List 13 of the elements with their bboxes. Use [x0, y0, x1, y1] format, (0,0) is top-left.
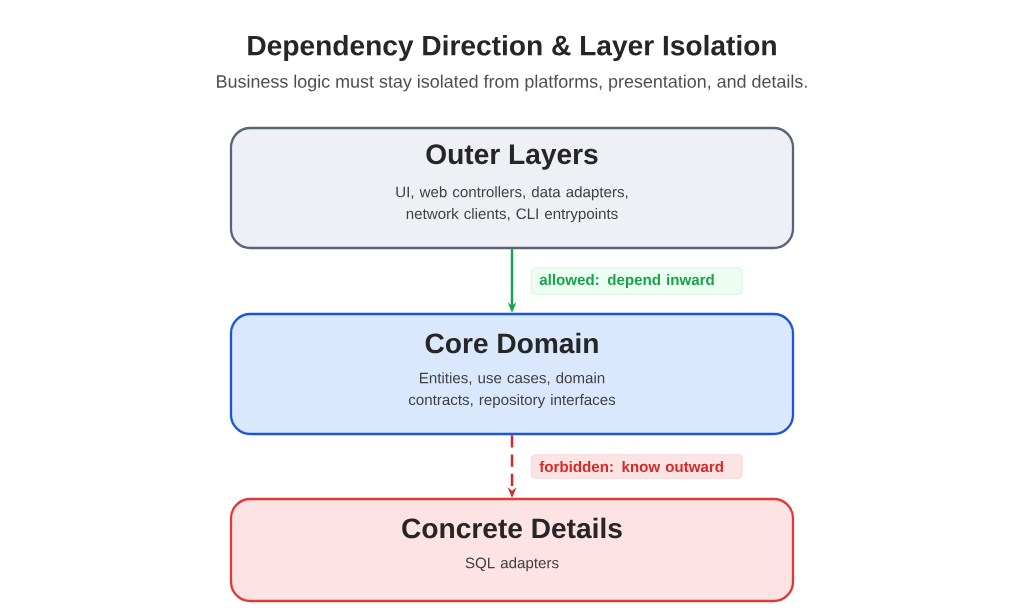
layer-box: [229, 312, 795, 436]
layer-title: Core Domain: [425, 332, 598, 354]
subtitle: Business logic must stay isolated from platforms, presentation, and details.: [217, 74, 807, 92]
layer-description: UI, web controllers, data adapters, network clients, CLI entrypoints: [396, 186, 628, 223]
layer-description: SQL adapters: [465, 557, 559, 572]
edge-label: allowed: depend inward: [531, 267, 743, 295]
layer-description: Entities, use cases, domain contracts, repository interfaces: [408, 372, 616, 409]
layer-box: [229, 497, 795, 603]
title: Dependency Direction & Layer Isolation: [248, 34, 776, 62]
layer-title: Concrete Details: [402, 517, 622, 539]
layer-title: Outer Layers: [426, 144, 598, 170]
edge-label: forbidden: know outward: [531, 454, 743, 479]
layer-box: [229, 126, 795, 250]
